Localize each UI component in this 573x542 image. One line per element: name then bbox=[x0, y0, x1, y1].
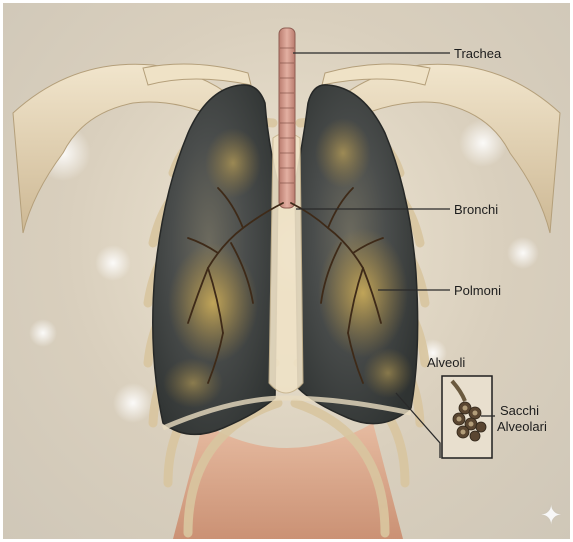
lungs-label: Polmoni bbox=[454, 283, 501, 298]
abdominal-muscle bbox=[173, 423, 403, 539]
alveoli-label: Alveoli bbox=[427, 355, 465, 370]
alveoli-inset bbox=[442, 376, 492, 458]
sparkle-icon: ✦ bbox=[540, 501, 562, 531]
trachea-label: Trachea bbox=[454, 46, 501, 61]
diagram-canvas: Trachea Bronchi Polmoni Alveoli Sacchi A… bbox=[3, 3, 570, 539]
trachea bbox=[279, 28, 295, 208]
right-lung bbox=[295, 85, 418, 424]
left-lung bbox=[153, 85, 278, 435]
bronchi-label: Bronchi bbox=[454, 202, 498, 217]
alveolar-sacs-label-line1: Sacchi bbox=[500, 403, 539, 418]
alveolar-sacs-label-line2: Alveolari bbox=[497, 419, 547, 434]
anatomy-illustration bbox=[3, 3, 570, 539]
